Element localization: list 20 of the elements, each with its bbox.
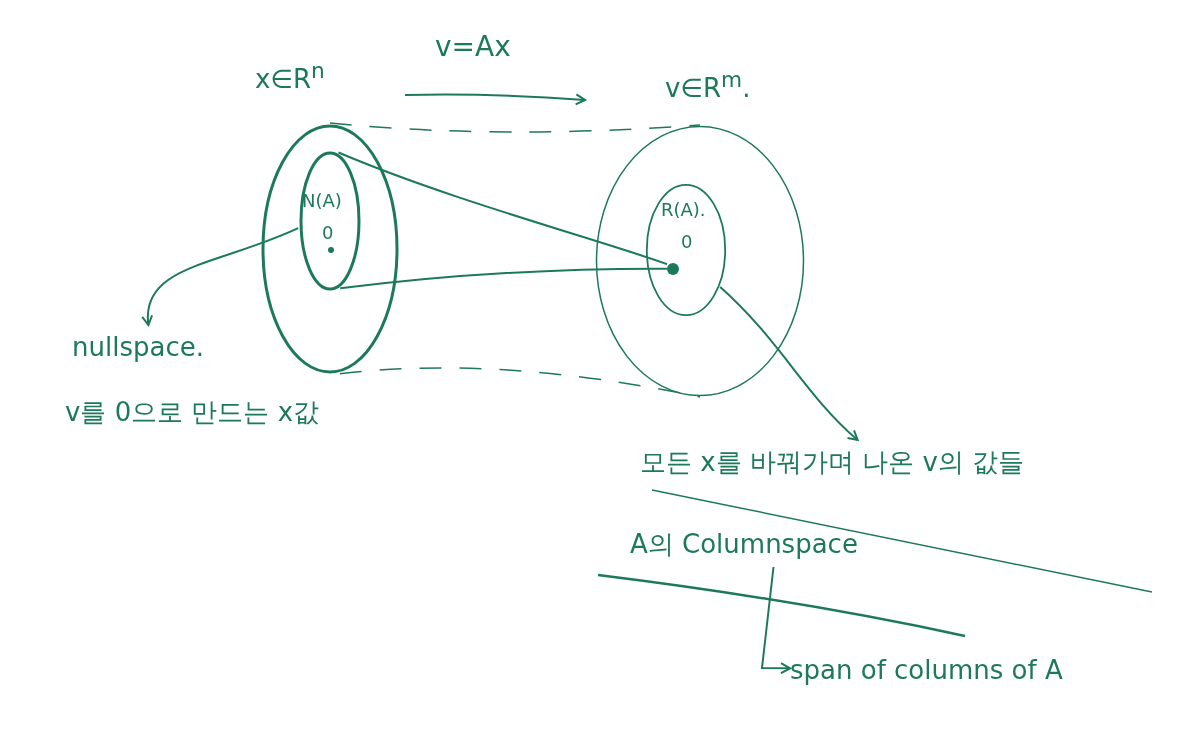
note-text: 모든 x를 바꿔가며 나온 v의 값들 [640, 440, 1140, 485]
note-text: v를 0으로 만드는 x값 [65, 396, 320, 429]
note-text: nullspace. [72, 325, 242, 370]
note-text: A의 Columnspace [630, 522, 920, 567]
point-dot [667, 263, 679, 275]
connector-line [337, 151, 668, 266]
zero-label: 0 [681, 231, 693, 253]
dashed-line [329, 122, 701, 133]
set-label: x∈R$^{n}$ [255, 58, 325, 95]
set-label: N(A) [302, 190, 342, 212]
arrow [404, 93, 586, 106]
dashed-line [339, 367, 701, 398]
note-text: span of columns of A [790, 648, 1190, 693]
set-label: v∈R$^{m}$. [665, 67, 751, 104]
arrow [142, 227, 300, 326]
arrow [719, 285, 859, 441]
set-label: R(A). [661, 199, 706, 221]
connector-line [339, 267, 668, 290]
arrow [760, 566, 791, 675]
zero-label: 0 [322, 222, 334, 244]
